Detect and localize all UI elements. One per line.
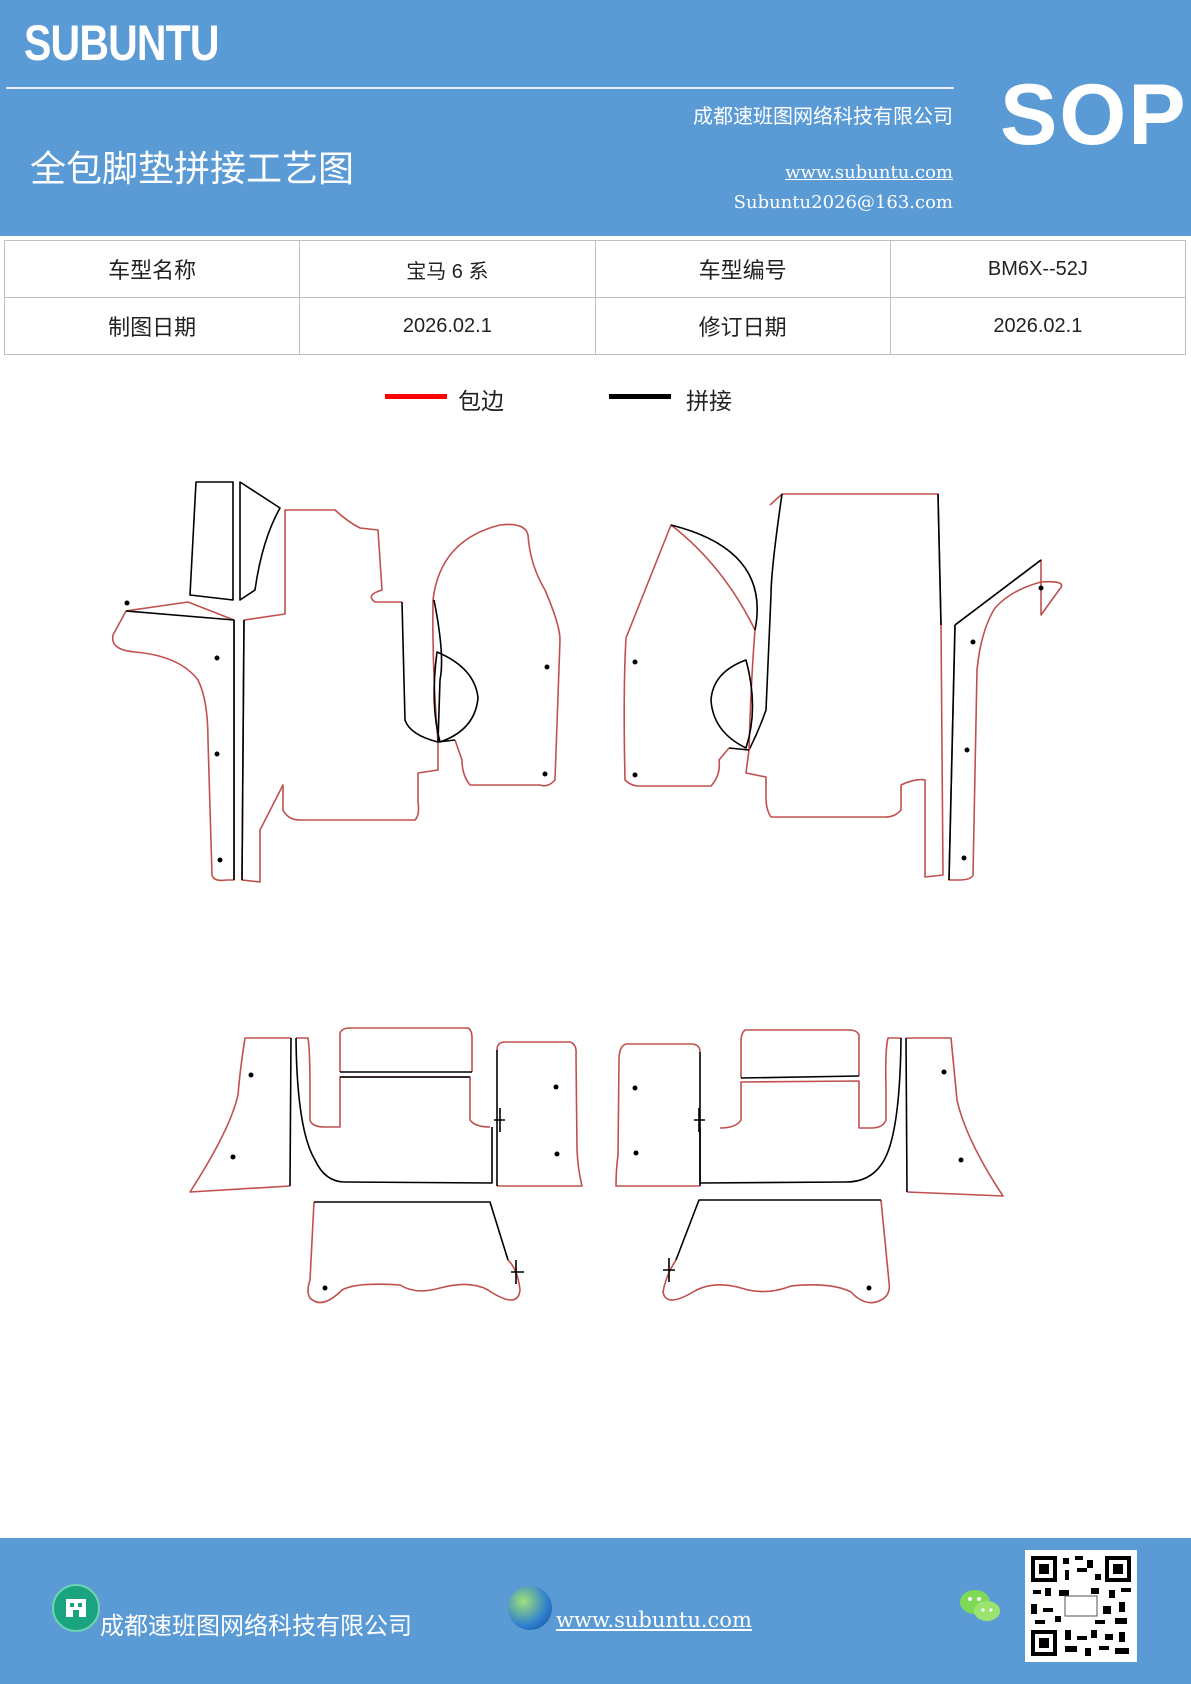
floor-mat-drawing [111,481,1063,1304]
mat-piece-left-triangle [239,481,281,601]
mat-piece-left-rear-main [295,1037,493,1184]
mat-piece-right-door-strip [948,559,1063,881]
legend-label-seam: 拼接 [686,389,732,415]
footer-website-link[interactable]: www.subuntu.com [556,1608,752,1632]
seam-mark-right-2 [663,1258,675,1282]
qr-code [1025,1550,1137,1662]
wechat-icon[interactable] [958,1586,1002,1626]
mat-piece-left-rear-lower [307,1201,521,1304]
value-cell: 2026.02.1 [889,297,1187,355]
label-cell: 制图日期 [3,297,301,355]
mat-piece-right-dots [632,585,1044,861]
value-cell: BM6X--52J [889,240,1187,298]
mat-piece-right-column [745,493,944,878]
seam-mark-left-2 [511,1260,524,1284]
seam-mark-right-1 [694,1108,705,1132]
mat-piece-right-rear-side [905,1037,1004,1197]
mat-piece-right-lower-dots [632,1069,964,1291]
mat-piece-right-rear-top [740,1029,860,1079]
company-name: 成都速班图网络科技有限公司 [693,104,953,128]
brand-logo: SUBUNTU [24,15,220,71]
value-cell: 宝马 6 系 [299,240,596,298]
page-header: SUBUNTU 成都速班图网络科技有限公司 全包脚垫拼接工艺图 www.subu… [0,0,1191,236]
page-title: 全包脚垫拼接工艺图 [30,149,355,190]
website-link[interactable]: www.subuntu.com [785,162,953,183]
label-cell: 修订日期 [594,297,891,355]
legend: 包边 拼接 [0,382,1191,422]
legend-swatch-edge [385,394,447,399]
info-table: 车型名称 宝马 6 系 车型编号 BM6X--52J 制图日期 2026.02.… [3,240,1187,355]
value-cell: 2026.02.1 [299,297,596,355]
mat-piece-left-rear-side [189,1037,292,1193]
mat-piece-left-door-strip [111,601,235,882]
sop-badge: SOP [1000,67,1188,163]
mat-piece-left-dots [124,600,550,863]
legend-swatch-seam [609,394,671,399]
table-row: 制图日期 2026.02.1 修订日期 2026.02.1 [3,297,1187,355]
mat-piece-right-rear-left [615,1043,701,1187]
globe-icon [508,1586,552,1630]
mat-piece-left-column [241,509,439,883]
header-divider [6,87,954,89]
mat-piece-left-narrow-strip [189,481,234,601]
mat-piece-left-rear-right [496,1041,583,1187]
mat-piece-right-rear-lower [662,1199,891,1304]
mat-piece-left-lower-dots [230,1072,560,1291]
label-cell: 车型名称 [3,240,301,298]
mat-piece-right-rear-main [699,1037,902,1184]
building-icon [52,1584,100,1632]
mat-piece-left-rear-top [339,1027,473,1073]
mat-piece-left-center [432,523,561,787]
label-cell: 车型编号 [594,240,891,298]
seam-mark-left-1 [494,1108,505,1132]
table-row: 车型名称 宝马 6 系 车型编号 BM6X--52J [3,240,1187,298]
footer-company-name: 成都速班图网络科技有限公司 [100,1612,412,1640]
mat-piece-right-center [623,524,758,787]
legend-label-edge: 包边 [458,389,504,415]
page-footer: 成都速班图网络科技有限公司 www.subuntu.com [0,1538,1191,1684]
email-address: Subuntu2026@163.com [733,192,953,213]
